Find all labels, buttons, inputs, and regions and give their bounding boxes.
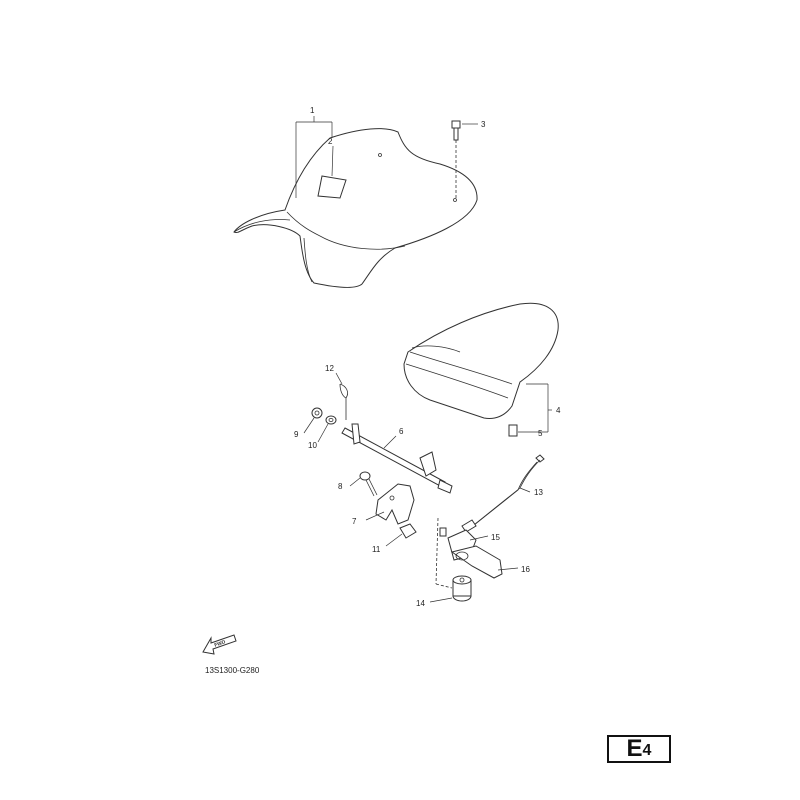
washer-9 bbox=[311, 407, 323, 419]
callout-6: 6 bbox=[399, 427, 404, 436]
bolt-8 bbox=[359, 471, 378, 497]
hook-bracket-7 bbox=[375, 483, 415, 525]
callout-7: 7 bbox=[352, 517, 357, 526]
callout-12: 12 bbox=[325, 364, 334, 373]
callout-2: 2 bbox=[328, 137, 333, 146]
seat-lock-rod bbox=[341, 423, 453, 494]
page-indicator: E 4 bbox=[607, 735, 671, 763]
page-number: 4 bbox=[642, 742, 652, 759]
lock-cylinder-14 bbox=[452, 575, 472, 602]
callout-14: 14 bbox=[416, 599, 425, 608]
callout-10: 10 bbox=[308, 441, 317, 450]
bolt-3 bbox=[451, 120, 461, 198]
cable-13 bbox=[461, 454, 545, 533]
collar-11 bbox=[399, 523, 417, 539]
callout-13: 13 bbox=[534, 488, 543, 497]
callout-9: 9 bbox=[294, 430, 299, 439]
rider-seat bbox=[233, 128, 478, 288]
callout-11: 11 bbox=[372, 545, 381, 554]
callout-3: 3 bbox=[481, 120, 486, 129]
lock-plate-16 bbox=[450, 545, 503, 579]
callout-15: 15 bbox=[491, 533, 500, 542]
nut-5 bbox=[508, 424, 518, 437]
page-letter: E bbox=[626, 735, 643, 762]
callout-16: 16 bbox=[521, 565, 530, 574]
diagram-code: 13S1300-G280 bbox=[205, 666, 260, 675]
callout-5: 5 bbox=[538, 429, 543, 438]
seat-patch bbox=[317, 175, 347, 199]
passenger-seat bbox=[403, 302, 559, 437]
clip-12 bbox=[339, 383, 348, 420]
callout-8: 8 bbox=[338, 482, 343, 491]
leader-lines bbox=[295, 116, 552, 603]
callout-1: 1 bbox=[310, 106, 315, 115]
callout-4: 4 bbox=[556, 406, 561, 415]
fwd-arrow-icon: FWD bbox=[202, 634, 237, 655]
fwd-label: FWD bbox=[214, 639, 227, 649]
washer-10 bbox=[325, 415, 337, 425]
